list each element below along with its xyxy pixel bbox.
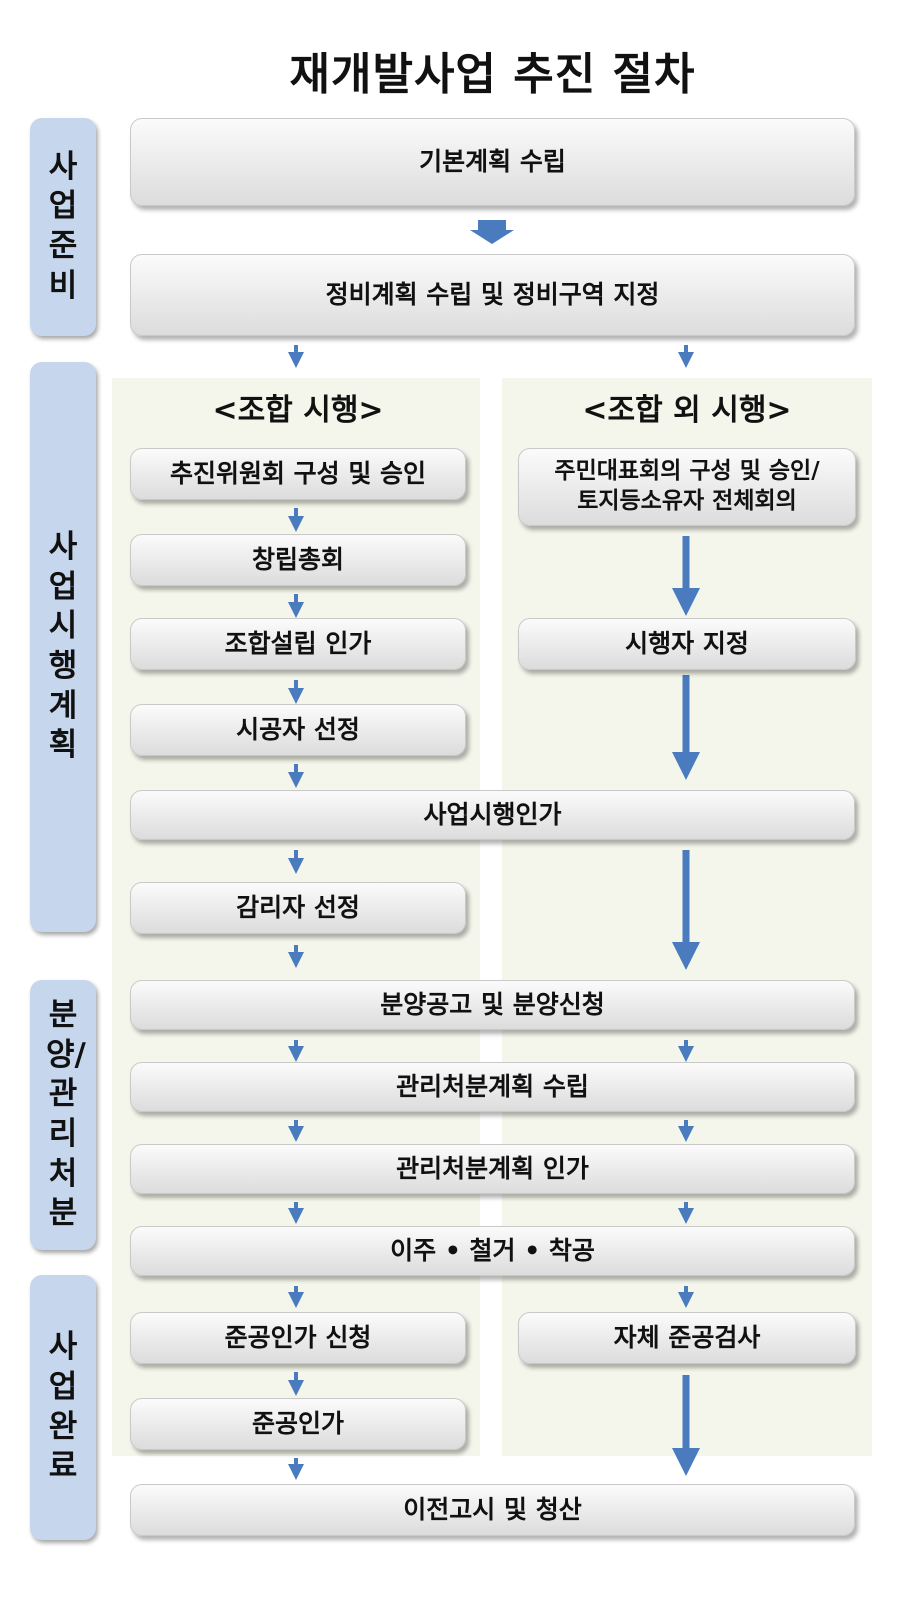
step-operator-designation: 시행자 지정 [518, 618, 856, 670]
step-founding-meeting: 창립총회 [130, 534, 466, 586]
step-sale-notice: 분양공고 및 분양신청 [130, 980, 855, 1030]
phase-label: 사업준비 [48, 148, 78, 304]
step-transfer-notice: 이전고시 및 청산 [130, 1484, 855, 1536]
step-relocation: 이주 • 철거 • 착공 [130, 1226, 855, 1276]
step-basic-plan: 기본계획 수립 [130, 118, 855, 206]
step-contractor-selection: 시공자 선정 [130, 704, 466, 756]
phase-preparation: 사업준비 [30, 118, 96, 336]
phase-disposal: 분양/관리처분 [30, 980, 96, 1250]
phase-completion: 사업완료 [30, 1275, 96, 1540]
step-supervisor-selection: 감리자 선정 [130, 882, 466, 934]
step-completion-approval: 준공인가 [130, 1398, 466, 1450]
step-self-inspection: 자체 준공검사 [518, 1312, 856, 1364]
phase-label: 사업시행계획 [48, 528, 78, 764]
phase-label: 분양/관리처분 [46, 996, 86, 1232]
step-committee: 추진위원회 구성 및 승인 [130, 448, 466, 500]
step-union-approval: 조합설립 인가 [130, 618, 466, 670]
right-column-header: <조합 외 시행> [582, 393, 792, 428]
step-completion-request: 준공인가 신청 [130, 1312, 466, 1364]
chevron-down-icon [470, 220, 514, 244]
left-column-header: <조합 시행> [212, 393, 384, 428]
step-implementation-approval: 사업시행인가 [130, 790, 855, 840]
phase-implementation-plan: 사업시행계획 [30, 362, 96, 932]
step-residents-meeting: 주민대표회의 구성 및 승인/ 토지등소유자 전체회의 [518, 448, 856, 526]
step-disposal-approval: 관리처분계획 인가 [130, 1144, 855, 1194]
phase-label: 사업완료 [48, 1329, 78, 1485]
step-disposal-plan: 관리처분계획 수립 [130, 1062, 855, 1112]
page-title: 재개발사업 추진 절차 [289, 49, 696, 100]
step-zone-designation: 정비계획 수립 및 정비구역 지정 [130, 254, 855, 336]
